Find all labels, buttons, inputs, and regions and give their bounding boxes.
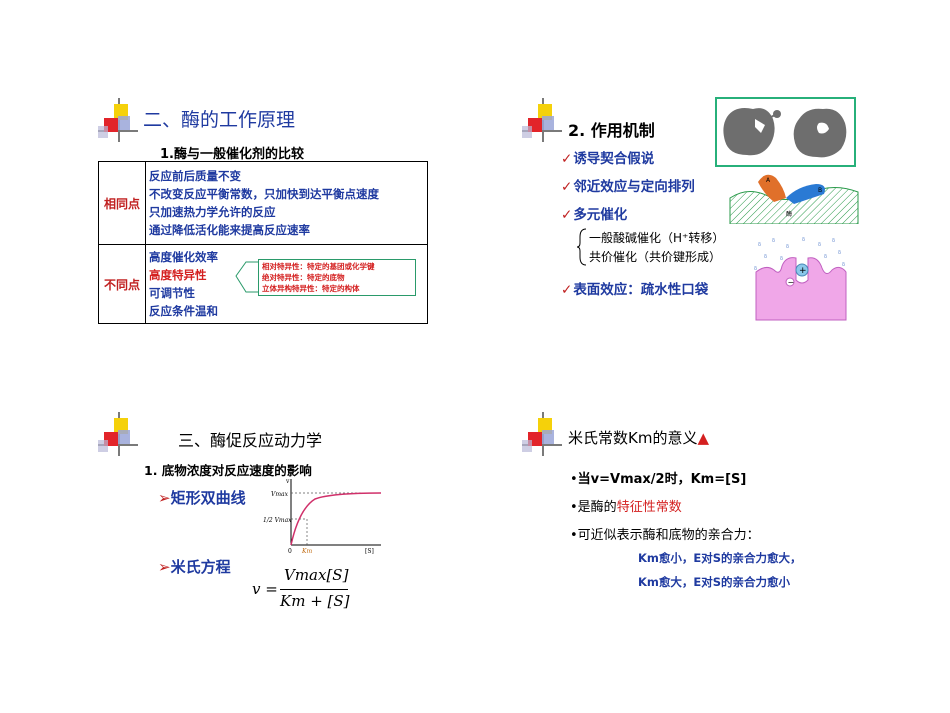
- michaelis-curve-graph: v Vmax 1/2 Vmax 0 Km [S]: [263, 478, 382, 555]
- table-line: 只加速热力学允许的反应: [149, 205, 276, 219]
- km-note: Km愈小，E对S的亲合力愈大，: [638, 551, 802, 565]
- arrow-bullet-icon: ➢: [158, 558, 171, 576]
- label-plus: +: [799, 266, 807, 276]
- slide3-decoration: [98, 412, 138, 462]
- label-b: B: [818, 187, 822, 194]
- label-enzyme: 酶: [786, 210, 792, 218]
- label-origin: 0: [288, 548, 292, 555]
- arrow-bullet-icon: ➢: [158, 489, 171, 507]
- km-line: •当v=Vmax/2时，Km=[S]: [570, 472, 747, 487]
- callout-bracket: [235, 261, 258, 293]
- triangle-icon: ▲: [697, 429, 709, 447]
- row-header-diff: 不同点: [98, 244, 146, 324]
- callout-line: 相对特异性：特定的基团或化学键: [262, 262, 375, 271]
- label-minus: −: [788, 278, 795, 287]
- svg-text:δ: δ: [780, 256, 783, 262]
- label-half-vmax: 1/2 Vmax: [263, 517, 292, 524]
- axis-label-s: [S]: [365, 548, 374, 555]
- mechanism-item: ✓多元催化: [561, 207, 628, 223]
- slide3-title: 三、酶促反应动力学: [178, 431, 323, 450]
- check-icon: ✓: [561, 207, 573, 223]
- table-line-highlight: 高度特异性: [149, 268, 207, 282]
- svg-text:δ: δ: [818, 242, 821, 248]
- slide1-subtitle: 1.酶与一般催化剂的比较: [160, 147, 304, 162]
- slide3-subtitle: 1. 底物浓度对反应速度的影响: [144, 463, 312, 478]
- mechanism-item: ✓邻近效应与定向排列: [561, 179, 695, 195]
- label-a: A: [766, 177, 771, 184]
- kinetics-item: ➢矩形双曲线: [158, 489, 246, 507]
- slide1-decoration: [98, 98, 138, 148]
- svg-text:δ: δ: [772, 238, 775, 244]
- svg-text:δ: δ: [824, 254, 827, 260]
- catalysis-brace: [576, 228, 587, 266]
- table-line: 反应条件温和: [149, 304, 218, 318]
- table-row: 相同点 反应前后质量不变 不改变反应平衡常数，只加快到达平衡点速度 只加速热力学…: [98, 161, 428, 245]
- svg-text:δ: δ: [758, 242, 761, 248]
- row-body-same: 反应前后质量不变 不改变反应平衡常数，只加快到达平衡点速度 只加速热力学允许的反…: [145, 161, 428, 245]
- table-line: 高度催化效率: [149, 250, 218, 264]
- equation-denominator: Km + [S]: [280, 592, 350, 610]
- equation-lhs: v =: [252, 580, 278, 598]
- svg-text:δ: δ: [764, 254, 767, 260]
- slide2-decoration: [522, 98, 562, 148]
- slide1-title: 二、酶的工作原理: [143, 109, 296, 131]
- proximity-illustration: A B 酶: [729, 174, 859, 224]
- label-vmax: Vmax: [271, 491, 289, 498]
- km-note: Km愈大，E对S的亲合力愈小: [638, 575, 791, 589]
- equation-numerator: Vmax[S]: [284, 566, 349, 584]
- row-header-same: 相同点: [98, 161, 146, 245]
- table-line: 可调节性: [149, 286, 195, 300]
- slide4-title: 米氏常数Km的意义▲: [568, 429, 709, 447]
- km-line: •是酶的特征性常数: [570, 500, 682, 515]
- table-line: 不改变反应平衡常数，只加快到达平衡点速度: [149, 187, 379, 201]
- svg-text:δ: δ: [754, 266, 757, 272]
- specificity-callout: 相对特异性：特定的基团或化学键 绝对特异性：特定的底物 立体异构特异性：特定的构…: [258, 259, 416, 296]
- fraction-bar: [280, 589, 348, 590]
- kinetics-item: ➢米氏方程: [158, 558, 231, 576]
- km-line: •可近似表示酶和底物的亲合力：: [570, 528, 760, 543]
- callout-line: 绝对特异性：特定的底物: [262, 273, 345, 282]
- svg-text:δ: δ: [838, 250, 841, 256]
- mechanism-item: ✓表面效应：疏水性口袋: [561, 282, 709, 298]
- axis-label-v: v: [285, 478, 290, 485]
- svg-text:δ: δ: [786, 244, 789, 250]
- table-line: 反应前后质量不变: [149, 169, 241, 183]
- check-icon: ✓: [561, 282, 573, 298]
- check-icon: ✓: [561, 151, 573, 167]
- induced-fit-illustration: [715, 97, 856, 167]
- slide4-decoration: [522, 412, 562, 462]
- svg-text:δ: δ: [842, 262, 845, 268]
- label-km: Km: [301, 548, 312, 555]
- check-icon: ✓: [561, 179, 573, 195]
- svg-text:δ: δ: [832, 238, 835, 244]
- comparison-table: 相同点 反应前后质量不变 不改变反应平衡常数，只加快到达平衡点速度 只加速热力学…: [98, 161, 428, 324]
- svg-text:δ: δ: [802, 237, 805, 243]
- callout-line: 立体异构特异性：特定的构体: [262, 284, 360, 293]
- table-line: 通过降低活化能来提高反应速率: [149, 223, 310, 237]
- slide2-title: 2. 作用机制: [568, 121, 655, 140]
- mechanism-item: ✓诱导契合假说: [561, 151, 655, 167]
- catalysis-subitem: 共价催化（共价键形成）: [589, 250, 722, 264]
- catalysis-subitem: 一般酸碱催化（H⁺转移）: [589, 231, 725, 245]
